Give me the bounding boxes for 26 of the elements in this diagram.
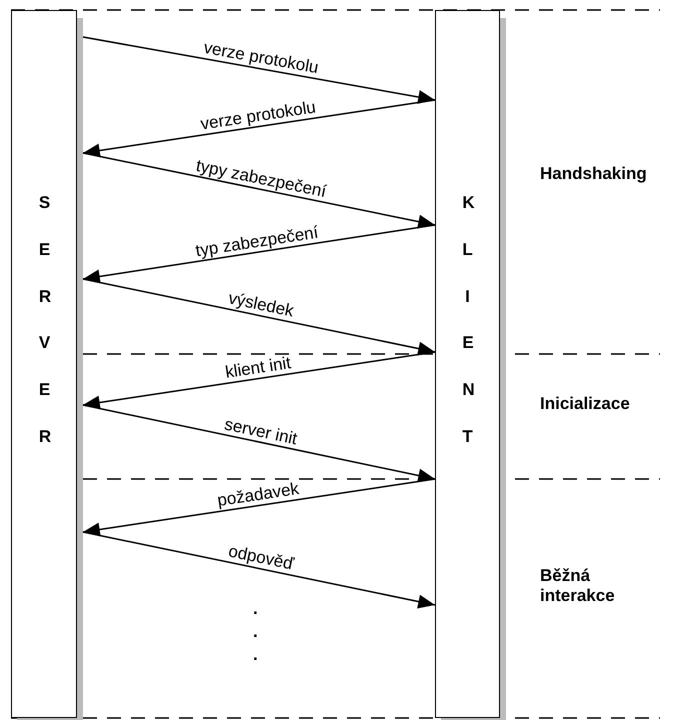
continuation-dot: . (253, 623, 258, 640)
message-arrow (82, 36, 436, 104)
message-arrow (82, 152, 436, 228)
message-arrow (82, 531, 436, 608)
edge-label: verze protokolu (202, 39, 320, 76)
phase-label: Běžná interakce (540, 566, 616, 607)
continuation-dot: . (253, 600, 258, 617)
message-arrow (82, 224, 436, 284)
vertical-title: KLIENT (462, 192, 473, 448)
edge-label: požadavek (216, 480, 300, 510)
message-arrow (82, 351, 436, 410)
message-arrow (82, 478, 436, 536)
edge-label: typy zabezpečení (194, 156, 328, 200)
edge-label: klient init (224, 354, 292, 381)
edge-label: server init (223, 415, 299, 448)
edge-label: výsledek (226, 290, 296, 320)
edge-label: verze protokolu (198, 98, 316, 133)
continuation-dot: . (253, 646, 258, 663)
vertical-title: SERVER (38, 192, 50, 448)
message-arrow (82, 404, 436, 482)
message-arrow (82, 99, 436, 158)
phase-label: Handshaking (540, 164, 648, 184)
edge-label: typ zabezpečení (194, 223, 320, 259)
phase-label: Inicializace (540, 394, 631, 414)
message-arrow (82, 278, 436, 356)
edge-label: odpověď (226, 542, 296, 573)
